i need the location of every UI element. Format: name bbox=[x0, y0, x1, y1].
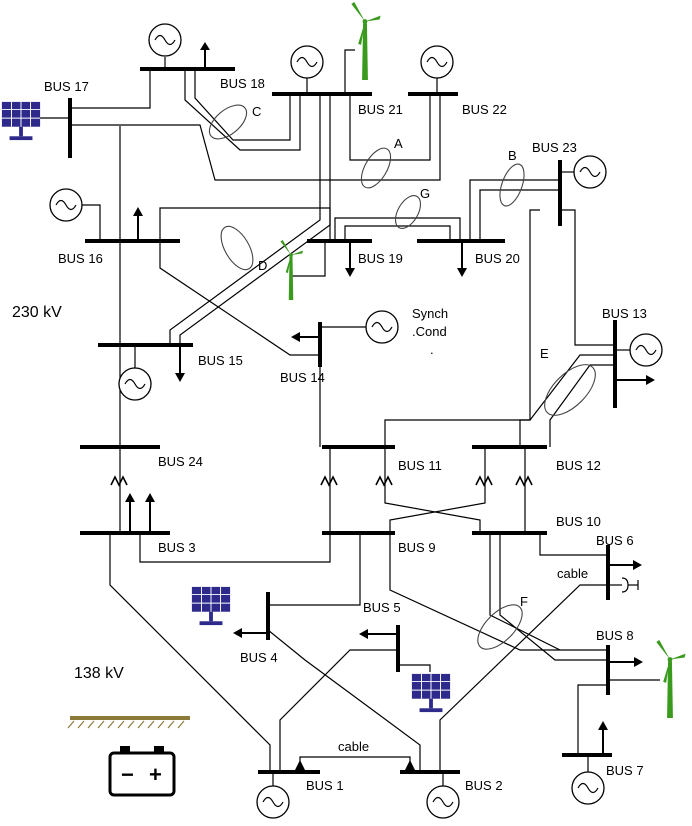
bus-label-21: BUS 21 bbox=[358, 102, 403, 117]
solar-panel-icon bbox=[191, 586, 231, 626]
generator-icon bbox=[49, 188, 101, 241]
corridor-label-a: A bbox=[394, 136, 403, 151]
corridor-b bbox=[499, 163, 525, 207]
bus-label-19: BUS 19 bbox=[358, 251, 403, 266]
load-arrow-icon bbox=[175, 345, 185, 382]
renewables bbox=[1, 2, 686, 718]
corridor-c bbox=[208, 104, 248, 140]
corridor-e bbox=[544, 364, 596, 416]
load-arrow-icon bbox=[125, 493, 135, 533]
bus-bars bbox=[68, 67, 617, 774]
corridor-label-e: E bbox=[540, 346, 549, 361]
bus-label-24: BUS 24 bbox=[158, 454, 203, 469]
reactor-icon bbox=[608, 577, 639, 593]
generator-icon bbox=[256, 772, 290, 819]
corridor-d bbox=[220, 225, 254, 271]
load-arrow-icon bbox=[608, 657, 643, 667]
generator-icon bbox=[615, 333, 663, 367]
transmission-lines bbox=[40, 49, 660, 772]
solar-panel-icon bbox=[1, 101, 41, 141]
corridor-label-d: D bbox=[258, 258, 267, 273]
load-arrow-icon bbox=[359, 629, 398, 639]
bus-label-7: BUS 7 bbox=[606, 763, 644, 778]
corridor-g bbox=[394, 195, 422, 229]
generator-icon bbox=[560, 155, 607, 189]
wind-turbine-icon bbox=[280, 240, 303, 300]
transformer-icon bbox=[320, 476, 338, 486]
earth-ground bbox=[67, 716, 190, 729]
bus-label-1: BUS 1 bbox=[306, 778, 344, 793]
generator-icon bbox=[571, 755, 605, 805]
generators bbox=[49, 23, 663, 819]
bus-label-14: BUS 14 bbox=[280, 370, 325, 385]
corridor-f bbox=[477, 604, 523, 650]
generator-icon bbox=[118, 345, 152, 401]
corridor-labels: C A B G D E F bbox=[252, 104, 549, 609]
battery-icon: − + bbox=[108, 746, 176, 797]
synch-cond-label-2: .Cond bbox=[412, 324, 447, 339]
generator-icon bbox=[420, 45, 454, 94]
corridor-markers bbox=[208, 104, 596, 650]
generator-icon bbox=[290, 45, 324, 94]
bus-label-15: BUS 15 bbox=[198, 353, 243, 368]
transformers bbox=[110, 476, 533, 486]
synchronous-condenser-icon bbox=[320, 310, 399, 344]
bus-label-5: BUS 5 bbox=[363, 600, 401, 615]
bus-label-11: BUS 11 bbox=[398, 458, 442, 473]
transformer-icon bbox=[110, 476, 128, 486]
generator-icon bbox=[148, 23, 182, 69]
load-arrow-icon bbox=[200, 42, 210, 69]
load-arrow-icon bbox=[608, 560, 642, 570]
load-arrow-icon bbox=[457, 241, 467, 277]
bus-label-8: BUS 8 bbox=[596, 628, 634, 643]
load-arrow-icon bbox=[345, 241, 355, 277]
bus-label-4: BUS 4 bbox=[240, 650, 278, 665]
corridor-label-b: B bbox=[508, 148, 517, 163]
corridor-label-c: C bbox=[252, 104, 261, 119]
loads bbox=[125, 42, 655, 770]
bus-label-16: BUS 16 bbox=[58, 251, 103, 266]
generator-icon bbox=[426, 772, 460, 819]
bus-label-20: BUS 20 bbox=[475, 251, 520, 266]
bus-labels: BUS 17 BUS 18 BUS 21 BUS 22 BUS 23 BUS 1… bbox=[44, 76, 647, 793]
transformer-icon bbox=[475, 476, 493, 486]
load-arrow-icon bbox=[295, 760, 305, 770]
load-arrow-icon bbox=[405, 760, 415, 770]
bus-label-9: BUS 9 bbox=[398, 540, 436, 555]
cable-label-bus1-2: cable bbox=[338, 739, 369, 754]
transformer-icon bbox=[515, 476, 533, 486]
bus-label-10: BUS 10 bbox=[556, 514, 601, 529]
load-arrow-icon bbox=[598, 721, 608, 755]
bus-label-6: BUS 6 bbox=[596, 533, 634, 548]
voltage-label-138: 138 kV bbox=[74, 665, 124, 682]
cable-label-bus6: cable bbox=[557, 566, 588, 581]
corridor-a bbox=[360, 147, 392, 189]
bus-label-2: BUS 2 bbox=[465, 778, 503, 793]
bus-label-23: BUS 23 bbox=[532, 140, 577, 155]
transformer-icon bbox=[375, 476, 393, 486]
wind-turbine-icon bbox=[351, 2, 381, 80]
load-arrow-icon bbox=[291, 332, 320, 342]
synch-cond-label-1: Synch bbox=[412, 306, 448, 321]
load-arrow-icon bbox=[133, 207, 143, 241]
load-arrow-icon bbox=[233, 628, 268, 638]
corridor-label-f: F bbox=[520, 594, 528, 609]
corridor-label-g: G bbox=[420, 186, 430, 201]
bus-label-13: BUS 13 bbox=[602, 306, 647, 321]
battery-minus: − bbox=[121, 762, 134, 787]
synch-cond-label-3: . bbox=[430, 342, 434, 357]
bus-label-12: BUS 12 bbox=[556, 458, 601, 473]
voltage-label-230: 230 kV bbox=[12, 304, 62, 321]
bus-label-22: BUS 22 bbox=[462, 102, 507, 117]
solar-panel-icon bbox=[411, 673, 451, 713]
bus-label-18: BUS 18 bbox=[220, 76, 265, 91]
load-arrow-icon bbox=[615, 375, 655, 385]
load-arrow-icon bbox=[145, 493, 155, 533]
bus-label-3: BUS 3 bbox=[158, 540, 196, 555]
battery-plus: + bbox=[149, 762, 162, 787]
bus-label-17: BUS 17 bbox=[44, 79, 89, 94]
annotations: 230 kV 138 kV Synch .Cond . cable cable bbox=[12, 304, 588, 754]
wind-turbine-icon bbox=[656, 640, 686, 718]
